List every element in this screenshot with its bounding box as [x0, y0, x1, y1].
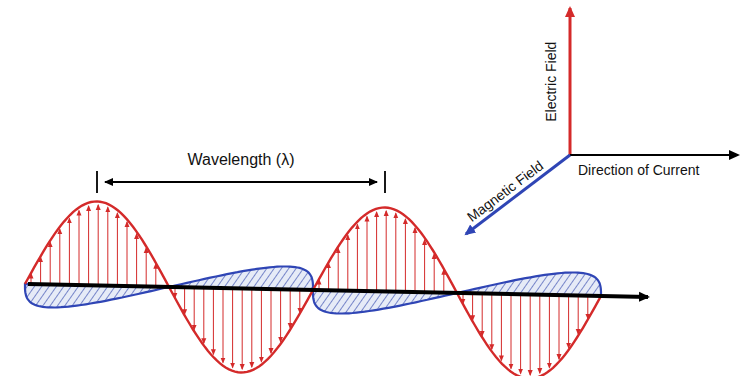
field-vector: [127, 222, 128, 286]
field-vector: [587, 296, 588, 319]
field-vector: [232, 288, 233, 367]
field-vector: [213, 288, 214, 354]
field-vector: [242, 289, 243, 370]
field-vector: [511, 294, 512, 369]
field-vector: [69, 218, 70, 285]
field-vector: [415, 228, 416, 292]
field-vector: [347, 235, 348, 291]
field-vector: [40, 257, 41, 284]
field-vector: [88, 206, 89, 285]
axis-label: Direction of Current: [578, 163, 699, 178]
field-vector: [491, 294, 492, 350]
field-vector: [530, 295, 531, 376]
propagation-axis: [28, 284, 648, 297]
field-vector: [223, 288, 224, 363]
field-vector: [578, 296, 579, 335]
field-vector: [539, 295, 540, 373]
axis-label: Magnetic Field: [465, 158, 547, 225]
field-vector: [434, 254, 435, 293]
field-vector: [107, 207, 108, 285]
field-vector: [59, 229, 60, 285]
field-vector: [568, 295, 569, 347]
field-vector: [424, 240, 425, 292]
field-vector: [549, 295, 550, 368]
field-vector: [482, 294, 483, 336]
field-vector: [117, 213, 118, 286]
field-axes: [466, 8, 738, 234]
axis-label: Electric Field: [544, 42, 559, 122]
field-vector: [194, 288, 195, 330]
field-vector: [357, 224, 358, 291]
field-vector: [280, 289, 281, 341]
field-vector: [251, 289, 252, 367]
field-vector: [367, 217, 368, 292]
field-vector: [146, 248, 147, 287]
field-vector: [520, 294, 521, 373]
field-vector: [395, 213, 396, 291]
field-vector: [261, 289, 262, 362]
field-vector: [271, 289, 272, 353]
field-vector: [290, 290, 291, 329]
field-vector: [472, 293, 473, 320]
field-vector: [338, 248, 339, 290]
field-vector: [501, 294, 502, 361]
field-vector: [155, 264, 156, 287]
field-vector: [98, 205, 99, 286]
wavelength-label: Wavelength (λ): [188, 151, 295, 169]
field-vector: [79, 211, 80, 286]
field-vector: [559, 295, 560, 359]
field-vector: [299, 290, 300, 313]
field-vector: [386, 211, 387, 292]
field-vector: [443, 270, 444, 293]
field-vector: [376, 212, 377, 291]
field-vector: [328, 263, 329, 290]
field-vector: [184, 287, 185, 314]
field-vector: [136, 234, 137, 286]
field-vector: [405, 219, 406, 292]
field-vector: [203, 288, 204, 344]
wavelength-bracket: [97, 171, 385, 193]
field-vector: [50, 242, 51, 284]
